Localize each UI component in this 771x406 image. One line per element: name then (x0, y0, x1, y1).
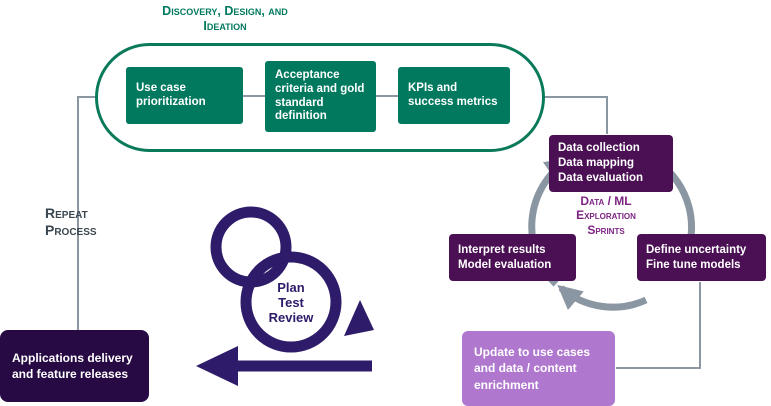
update-use-cases-label: Update to use cases and data / content e… (474, 345, 591, 392)
connector-stadium-to-cycle (544, 96, 608, 134)
loop-left-arrowhead (196, 346, 238, 386)
discovery-title-line2: Ideation (203, 19, 247, 33)
kpis-success-metrics-box: KPIs and success metrics (398, 67, 510, 124)
repeat-line: Repeat (45, 205, 88, 221)
process-line: Process (45, 221, 97, 238)
discovery-title: Discovery, Design, and Ideation (115, 4, 335, 34)
fine-tune-models-line: Fine tune models (646, 258, 741, 271)
interpret-results-line: Interpret results (458, 243, 546, 256)
test-line: Test (278, 294, 304, 310)
discovery-stage-outline (95, 43, 545, 152)
loop-mid-arrowhead (344, 300, 374, 336)
cycle-label-line3: Sprints (587, 222, 625, 237)
plan-test-review-label: Plan Test Review (256, 280, 326, 326)
connector-update-to-cycle (616, 282, 701, 369)
data-mapping-line: Data mapping (558, 157, 635, 170)
loop-small-circle (210, 206, 292, 288)
repeat-process-label: Repeat Process (45, 205, 135, 239)
plan-line: Plan (277, 280, 305, 295)
update-use-cases-box: Update to use cases and data / content e… (462, 331, 615, 406)
data-evaluation-line: Data evaluation (558, 171, 643, 184)
use-case-prioritization-box: Use case prioritization (126, 67, 243, 124)
review-line: Review (268, 309, 314, 325)
data-collection-line: Data collection (558, 142, 640, 155)
cycle-arrow-bottom-left (557, 284, 648, 311)
applications-delivery-label: Applications delivery and feature releas… (12, 350, 133, 381)
interpret-results-box: Interpret results Model evaluation (449, 234, 576, 281)
define-uncertainty-line: Define uncertainty (646, 243, 747, 256)
model-evaluation-line: Model evaluation (458, 258, 552, 271)
define-uncertainty-box: Define uncertainty Fine tune models (637, 234, 766, 281)
applications-delivery-box: Applications delivery and feature releas… (0, 330, 149, 402)
cycle-label-line1: Data / ML (580, 194, 632, 208)
cycle-label-line2: Exploration (576, 208, 636, 223)
data-collection-box: Data collection Data mapping Data evalua… (549, 135, 673, 192)
cycle-center-label: Data / ML Exploration Sprints (540, 194, 672, 237)
discovery-title-line1: Discovery, Design, and (162, 4, 288, 18)
acceptance-criteria-box: Acceptance criteria and gold standard de… (265, 61, 376, 132)
